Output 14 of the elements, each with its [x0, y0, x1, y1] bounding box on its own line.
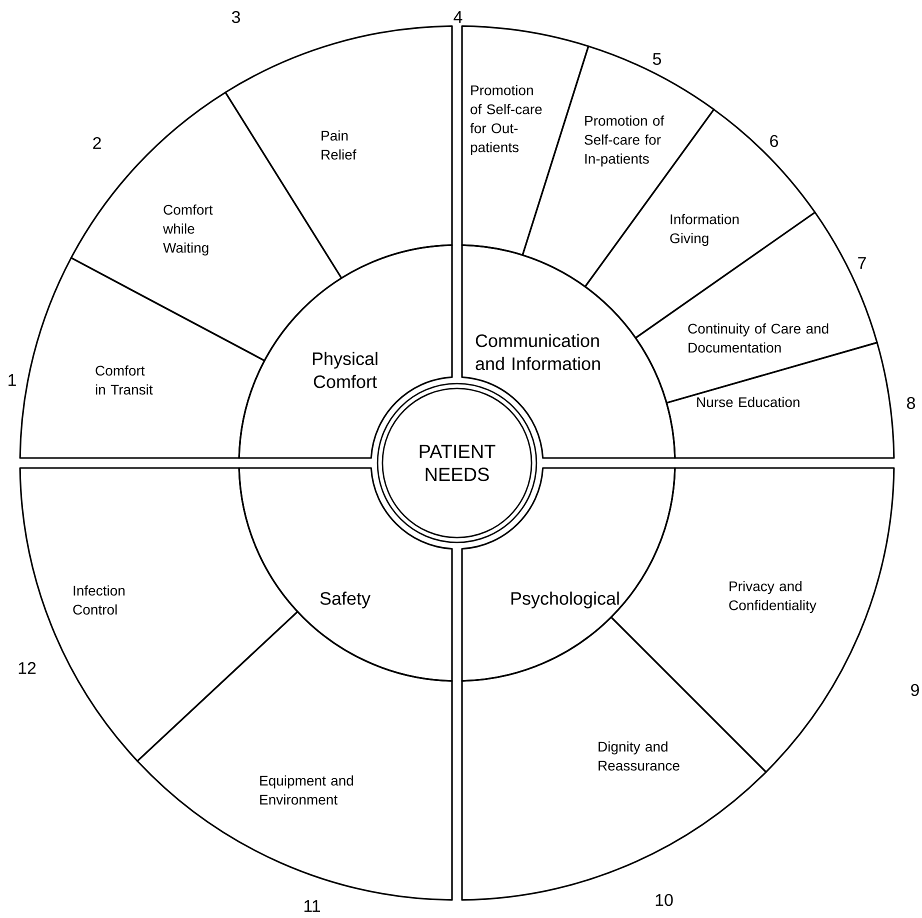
segment-number: 11	[304, 900, 320, 912]
segment-number: 9	[911, 684, 919, 696]
segment: Pain Relief	[224, 25, 453, 279]
segment: Equipment and Environment	[136, 610, 453, 901]
segment-number: 2	[93, 137, 101, 149]
segment-number: 8	[907, 396, 915, 410]
segment-number: 7	[858, 257, 866, 269]
segment-number: 4	[454, 11, 462, 23]
segment-number: 6	[770, 134, 778, 148]
segment-number: 3	[232, 10, 240, 24]
segment-number: 5	[652, 53, 661, 65]
segment: Comfort in Transit	[19, 257, 266, 459]
segment-number: 1	[8, 374, 16, 386]
segment-number: 12	[18, 662, 36, 674]
